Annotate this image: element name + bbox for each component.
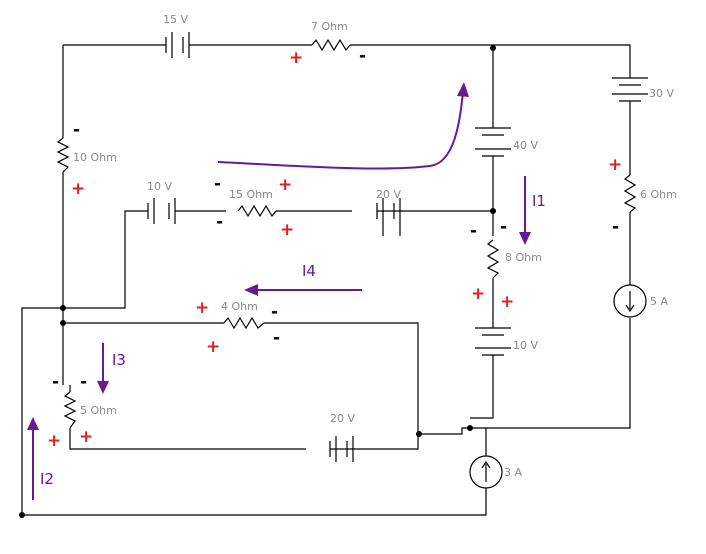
minus-sign: - xyxy=(612,217,619,237)
current-label-i1: I1 xyxy=(532,192,546,210)
battery-40v: 40 V xyxy=(475,127,538,157)
plus-sign: + xyxy=(195,298,209,318)
minus-sign: - xyxy=(359,46,366,66)
current-source-3a: 3 A xyxy=(469,455,522,489)
minus-sign: - xyxy=(271,302,278,322)
battery-30v-label: 30 V xyxy=(649,87,674,100)
resistor-4ohm: 4 Ohm xyxy=(221,300,265,330)
plus-sign: + xyxy=(289,48,303,68)
current-arrow-i2: I2 xyxy=(27,417,54,500)
polarity-marks: + - - + - + - + + - - - + + + - + - - - … xyxy=(47,46,622,451)
resistor-8ohm-label: 8 Ohm xyxy=(505,251,542,264)
resistor-15ohm: 15 Ohm xyxy=(229,188,277,218)
node-bottom-mid xyxy=(416,431,422,437)
minus-sign: - xyxy=(500,217,507,237)
battery-40v-label: 40 V xyxy=(513,139,538,152)
plus-sign: + xyxy=(471,284,485,304)
resistor-6ohm-label: 6 Ohm xyxy=(640,188,677,201)
minus-sign: - xyxy=(52,372,59,392)
current-label-i4: I4 xyxy=(302,262,316,280)
battery-15v: 15 V xyxy=(163,13,190,58)
resistor-5ohm-label: 5 Ohm xyxy=(80,404,117,417)
current-arrow-i4: I4 xyxy=(244,262,362,296)
current-arrow-i1: I1 xyxy=(519,176,546,245)
node-top-right xyxy=(490,45,496,51)
battery-20v-mid: 20 V xyxy=(376,188,401,236)
plus-sign: + xyxy=(71,179,85,199)
resistor-6ohm: 6 Ohm xyxy=(623,174,677,213)
resistor-7ohm-label: 7 Ohm xyxy=(311,20,348,33)
minus-sign: - xyxy=(214,174,221,194)
loop-direction-arrow xyxy=(217,82,469,170)
plus-sign: + xyxy=(500,292,514,312)
battery-30v: 30 V xyxy=(612,77,674,102)
plus-sign: + xyxy=(79,427,93,447)
resistor-7ohm: 7 Ohm xyxy=(311,20,351,52)
minus-sign: - xyxy=(470,221,477,241)
current-source-3a-label: 3 A xyxy=(504,466,522,479)
battery-10v-right: 10 V xyxy=(475,327,538,356)
node-bottom-left xyxy=(19,512,25,518)
resistor-15ohm-label: 15 Ohm xyxy=(229,188,273,201)
minus-sign: - xyxy=(73,120,80,140)
current-source-5a-label: 5 A xyxy=(650,295,668,308)
wires xyxy=(21,44,631,516)
resistor-8ohm: 8 Ohm xyxy=(486,239,542,279)
battery-20v-bottom-label: 20 V xyxy=(330,412,355,425)
battery-20v-bottom: 20 V xyxy=(329,412,355,462)
current-arrow-i3: I3 xyxy=(97,343,126,394)
battery-10v-right-label: 10 V xyxy=(513,339,538,352)
current-label-i3: I3 xyxy=(112,351,126,369)
resistor-5ohm: 5 Ohm xyxy=(63,391,117,429)
current-label-i2: I2 xyxy=(40,470,54,488)
node-left-lower xyxy=(60,320,66,326)
battery-20v-mid-label: 20 V xyxy=(376,188,401,201)
node-center xyxy=(490,208,496,214)
node-bottom-right xyxy=(467,425,473,431)
node-left-upper xyxy=(60,305,66,311)
resistor-10ohm-label: 10 Ohm xyxy=(73,151,117,164)
junction-nodes xyxy=(19,45,496,518)
plus-sign: + xyxy=(278,175,292,195)
battery-10v-left-label: 10 V xyxy=(147,180,172,193)
battery-15v-label: 15 V xyxy=(163,13,188,26)
resistor-4ohm-label: 4 Ohm xyxy=(221,300,258,313)
minus-sign: - xyxy=(80,372,87,392)
current-source-5a: 5 A xyxy=(613,284,668,318)
minus-sign: - xyxy=(216,212,223,232)
minus-sign: - xyxy=(273,328,280,348)
resistor-10ohm: 10 Ohm xyxy=(56,137,117,173)
plus-sign: + xyxy=(608,155,622,175)
plus-sign: + xyxy=(206,337,220,357)
plus-sign: + xyxy=(280,220,294,240)
plus-sign: + xyxy=(47,431,61,451)
battery-10v-left: 10 V xyxy=(147,180,176,224)
